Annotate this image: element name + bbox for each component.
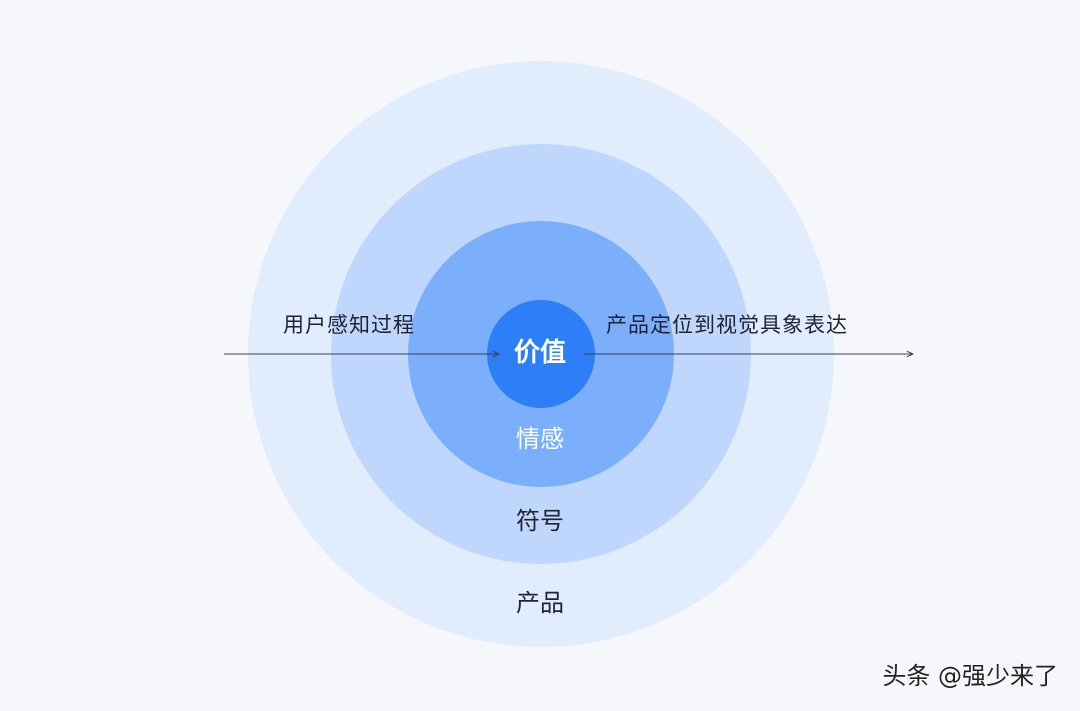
value-label: 价值 — [513, 338, 566, 368]
ring-value — [487, 300, 595, 408]
visual-expression-label: 产品定位到视觉具象表达 — [606, 313, 848, 337]
symbol-label: 符号 — [516, 507, 564, 535]
emotion-label: 情感 — [516, 425, 564, 453]
product-label: 产品 — [516, 589, 564, 617]
user-perception-label: 用户感知过程 — [283, 313, 415, 337]
watermark-text: 头条 @强少来了 — [882, 662, 1058, 690]
